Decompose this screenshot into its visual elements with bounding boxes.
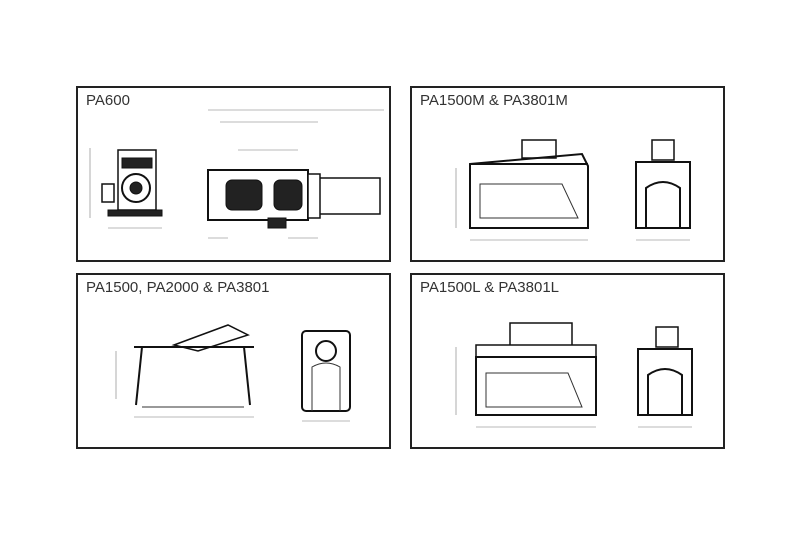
panel-title: PA1500, PA2000 & PA3801 (86, 279, 270, 296)
pa1500m-side-view (635, 139, 691, 241)
pa1500l-front-view (455, 322, 597, 428)
pa600-front-view (207, 109, 384, 239)
pa1500m-front-view (455, 139, 589, 241)
panel-title: PA1500M & PA3801M (420, 92, 568, 109)
pa1500m-drawing (455, 139, 691, 241)
panel-pa1500m: PA1500M & PA3801M (410, 86, 725, 262)
pa1500-side-view (301, 330, 351, 422)
panel-title: PA1500L & PA3801L (420, 279, 559, 296)
panel-title: PA600 (86, 92, 130, 109)
pa600-drawing (89, 109, 384, 239)
pa600-side-view (89, 148, 163, 229)
panel-pa1500: PA1500, PA2000 & PA3801 (76, 273, 391, 449)
panel-pa600: PA600 (76, 86, 391, 262)
pa1500-drawing (115, 324, 351, 422)
pa1500l-drawing (455, 322, 693, 428)
pa1500l-side-view (637, 326, 693, 428)
pa1500-front-view (115, 324, 254, 418)
panel-pa1500l: PA1500L & PA3801L (410, 273, 725, 449)
